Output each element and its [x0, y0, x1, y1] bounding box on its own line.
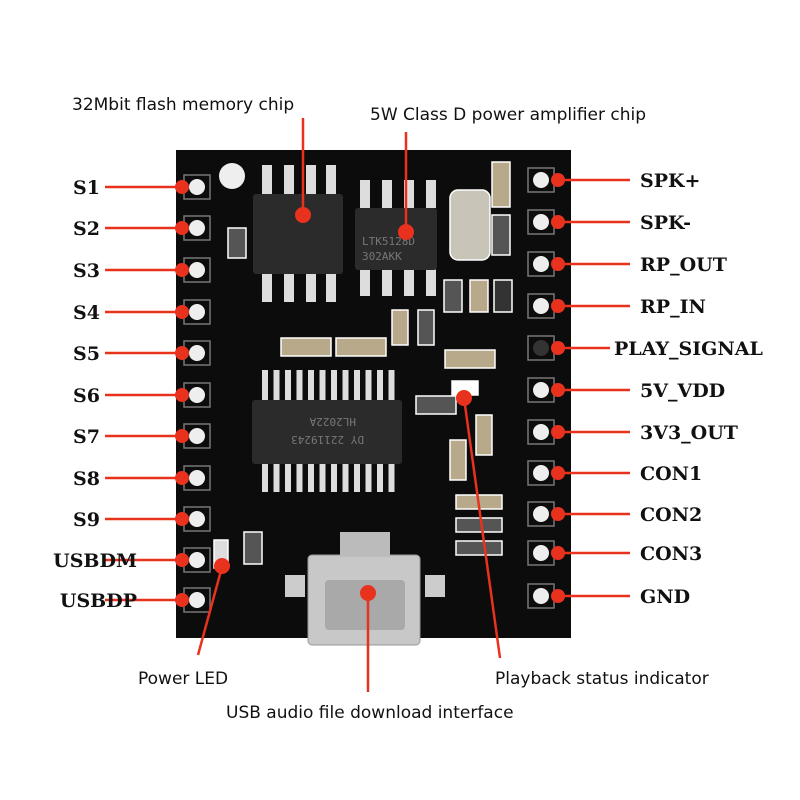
- decoder-marking-1: HL2022A: [309, 415, 356, 428]
- decoder-chip: DY 22119243 HL2022A: [252, 370, 402, 492]
- pin-usbdp: USBDP: [60, 587, 211, 613]
- pin-3v3-out: 3V3_OUT: [527, 419, 738, 445]
- pin-con2: CON2: [527, 501, 702, 527]
- usb-connector[interactable]: [285, 532, 445, 646]
- pin-s6: S6: [73, 382, 211, 408]
- pin-label: CON3: [640, 543, 702, 565]
- pin-label: S7: [73, 426, 100, 448]
- mounting-hole: [219, 163, 245, 189]
- pin-label: S5: [73, 343, 100, 365]
- pin-label: CON1: [640, 463, 702, 485]
- pin-s8: S8: [73, 465, 211, 491]
- pin-s4: S4: [73, 299, 211, 325]
- pin-label: S6: [73, 385, 100, 407]
- pin-label: 5V_VDD: [640, 380, 725, 402]
- pin-usbdm: USBDM: [53, 547, 211, 573]
- pin-s9: S9: [73, 506, 211, 532]
- pin-label: S4: [73, 302, 100, 324]
- power-led-label: Power LED: [138, 669, 228, 689]
- pin-s7: S7: [73, 423, 211, 449]
- amplifier-chip-label: 5W Class D power amplifier chip: [370, 105, 646, 125]
- pin-label: CON2: [640, 504, 702, 526]
- pin-label: GND: [640, 586, 690, 608]
- pin-s3: S3: [73, 257, 211, 283]
- pin-spk-: SPK-: [527, 209, 691, 235]
- pin-label: SPK-: [640, 212, 691, 234]
- flash-chip: [253, 165, 343, 302]
- usb-interface-label: USB audio file download interface: [226, 703, 514, 723]
- decoder-marking-2: DY 22119243: [291, 433, 364, 446]
- pin-s2: S2: [73, 215, 211, 241]
- playback-indicator-label: Playback status indicator: [495, 669, 709, 689]
- pin-con3: CON3: [527, 540, 702, 566]
- pin-label: SPK+: [640, 170, 700, 192]
- pin-label: 3V3_OUT: [640, 422, 738, 444]
- flash-chip-label: 32Mbit flash memory chip: [72, 95, 294, 115]
- pin-spk-: SPK+: [527, 167, 700, 193]
- pin-label: S8: [73, 468, 100, 490]
- pin-5v-vdd: 5V_VDD: [527, 377, 725, 403]
- pin-s1: S1: [73, 174, 211, 200]
- passive-components: [213, 161, 513, 569]
- callout-dots: [214, 207, 472, 601]
- pin-label: S1: [73, 177, 100, 199]
- pin-rp-out: RP_OUT: [527, 251, 727, 277]
- pin-s5: S5: [73, 340, 211, 366]
- pin-label: PLAY_SIGNAL: [614, 338, 763, 360]
- amp-marking-2: 302AKK: [362, 250, 402, 263]
- pin-label: S3: [73, 260, 100, 282]
- pin-label: RP_OUT: [640, 254, 727, 276]
- pin-label: USBDP: [60, 590, 137, 612]
- pin-con1: CON1: [527, 460, 702, 486]
- pin-label: S2: [73, 218, 100, 240]
- pin-label: RP_IN: [640, 296, 706, 318]
- pin-label: USBDM: [53, 550, 137, 572]
- callout-lines: [196, 118, 502, 692]
- pin-play-signal: PLAY_SIGNAL: [527, 335, 763, 361]
- pin-label: S9: [73, 509, 100, 531]
- pin-rp-in: RP_IN: [527, 293, 706, 319]
- pin-gnd: GND: [527, 583, 690, 609]
